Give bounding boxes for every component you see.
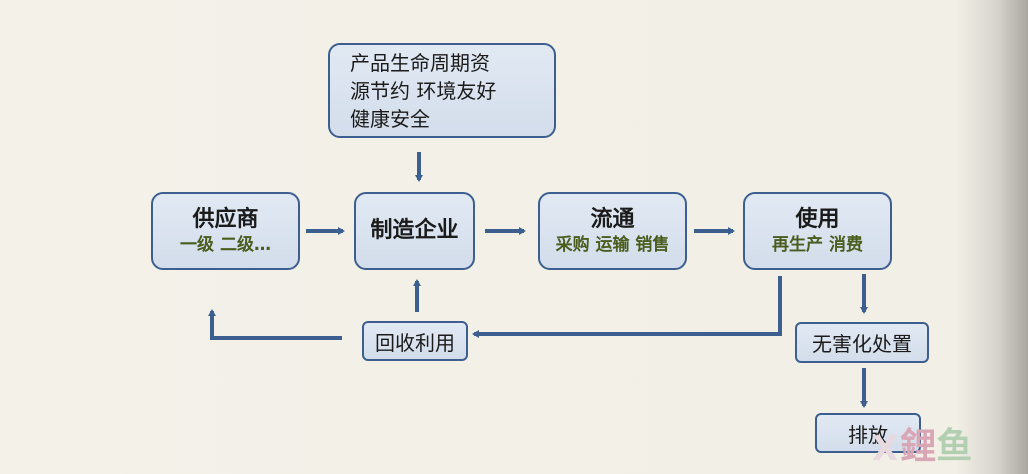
circulation-box: 流通 采购 运输 销售 (538, 192, 687, 270)
arrow-usage-to-recycle (472, 276, 782, 338)
arrow-to-supplier (208, 309, 342, 340)
supplier-sub: 一级 二级… (180, 235, 271, 255)
watermark-char-3: 鱼 (936, 426, 973, 467)
usage-box: 使用 再生产 消费 (743, 192, 892, 270)
watermark-char-2: 鋰 (900, 426, 937, 467)
disposal-box: 无害化处置 (795, 322, 929, 363)
circulation-sub: 采购 运输 销售 (555, 235, 670, 255)
disposal-label: 无害化处置 (812, 332, 912, 356)
requirements-line-3: 健康安全 (350, 106, 430, 131)
emission-box: 排放 (815, 413, 921, 453)
circulation-title: 流通 (590, 207, 635, 232)
requirements-line-2: 源节约 环境友好 (350, 78, 497, 103)
requirements-box: 产品生命周期资 源节约 环境友好 健康安全 (328, 43, 556, 138)
manufacturer-box: 制造企业 (354, 192, 475, 270)
emission-label: 排放 (848, 422, 888, 447)
recycle-box: 回收利用 (362, 321, 468, 361)
supplier-title: 供应商 (192, 207, 259, 232)
usage-title: 使用 (795, 207, 840, 232)
usage-sub: 再生产 消费 (772, 235, 863, 255)
manufacturer-title: 制造企业 (370, 218, 459, 243)
requirements-line-1: 产品生命周期资 (350, 50, 490, 75)
watermark-char-1: X (872, 429, 899, 469)
watermark-logo: X 鋰 鱼 (872, 425, 972, 469)
recycle-label: 回收利用 (375, 330, 455, 355)
supplier-box: 供应商 一级 二级… (151, 192, 300, 270)
